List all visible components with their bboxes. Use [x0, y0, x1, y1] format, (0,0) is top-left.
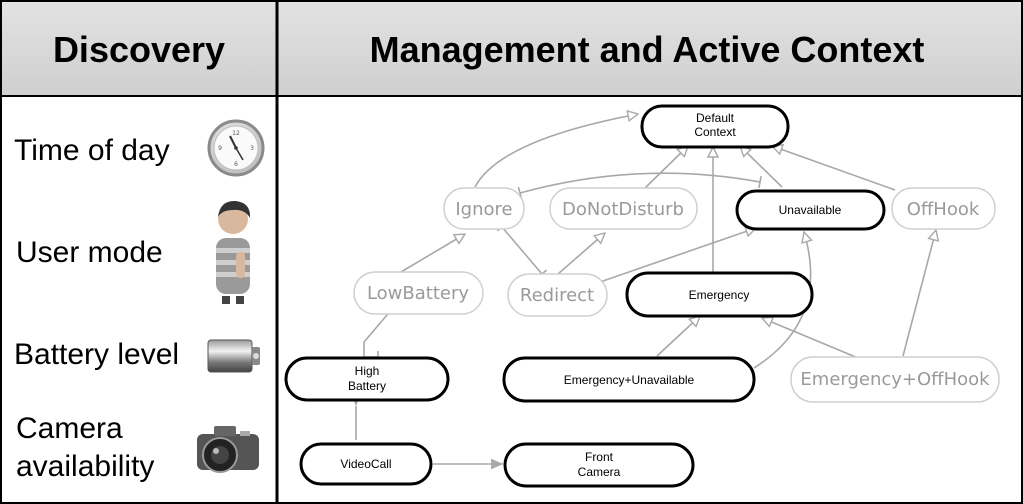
node-emergency-unavailable: Emergency+Unavailable [502, 356, 756, 403]
node-redirect: Redirect [507, 273, 608, 317]
feature-label-user-mode: User mode [16, 236, 163, 269]
edge-redirect-unavailable [599, 228, 756, 283]
node-emergency: Emergency [625, 271, 814, 318]
node-lowbattery-label: LowBattery [367, 283, 469, 304]
feature-label-time-of-day: Time of day [14, 134, 170, 167]
node-unavailable-label: Unavailable [779, 203, 842, 217]
node-default-context-line1: Default [696, 111, 735, 125]
node-emergency-label: Emergency [689, 288, 750, 302]
node-front-camera: Front Camera [503, 442, 695, 488]
node-default-context: Default Context [640, 104, 790, 149]
svg-text:6: 6 [234, 161, 238, 168]
node-unavailable: Unavailable [735, 189, 886, 231]
edge-emergencyoffhook-offhook [902, 230, 936, 357]
node-offhook-label: OffHook [907, 199, 980, 220]
node-front-camera-line2: Camera [578, 465, 621, 479]
camera-icon [197, 426, 259, 473]
edge-ignore-default [474, 114, 638, 188]
feature-label-camera-line2: availability [16, 450, 154, 483]
feature-label-camera-line1: Camera [16, 412, 123, 445]
node-high-battery-line1: High [355, 364, 380, 378]
diagram-edges [350, 114, 936, 470]
discovery-header: Discovery [53, 29, 225, 70]
edge-redirect-ignore [496, 222, 548, 279]
node-front-camera-line1: Front [585, 450, 614, 464]
edge-emergencyunavailable-emergency [656, 316, 700, 357]
battery-icon [207, 339, 260, 373]
edge-redirect-donotdisturb [557, 233, 605, 275]
edge-emergencyoffhook-emergency [762, 318, 859, 359]
edge-unavailable-default [740, 146, 783, 188]
feature-label-battery-level: Battery level [14, 338, 179, 371]
node-default-context-line2: Context [694, 125, 736, 139]
node-high-battery: High Battery [284, 356, 450, 402]
management-header: Management and Active Context [370, 29, 925, 70]
node-offhook: OffHook [891, 187, 996, 230]
svg-text:9: 9 [218, 145, 222, 152]
node-emergency-unavailable-label: Emergency+Unavailable [564, 373, 695, 387]
edge-offhook-default [772, 146, 896, 191]
node-redirect-label: Redirect [520, 285, 594, 306]
edge-lowbattery-ignore [400, 234, 465, 273]
node-high-battery-line2: Battery [348, 379, 386, 393]
node-ignore-label: Ignore [455, 199, 512, 220]
edge-ignore-unavailable [517, 172, 762, 199]
header-band [2, 2, 1021, 96]
node-videocall-label: VideoCall [340, 457, 391, 471]
node-donotdisturb: DoNotDisturb [549, 187, 698, 230]
node-lowbattery: LowBattery [353, 271, 484, 315]
svg-text:3: 3 [250, 145, 254, 152]
node-ignore: Ignore [443, 187, 525, 230]
person-icon [216, 200, 251, 304]
node-emergency-offhook: Emergency+OffHook [790, 356, 1000, 403]
node-videocall: VideoCall [299, 442, 433, 486]
node-donotdisturb-label: DoNotDisturb [562, 199, 684, 220]
node-emergency-offhook-label: Emergency+OffHook [800, 369, 990, 390]
clock-icon: 12 3 6 9 [207, 119, 265, 177]
svg-text:12: 12 [232, 130, 240, 137]
